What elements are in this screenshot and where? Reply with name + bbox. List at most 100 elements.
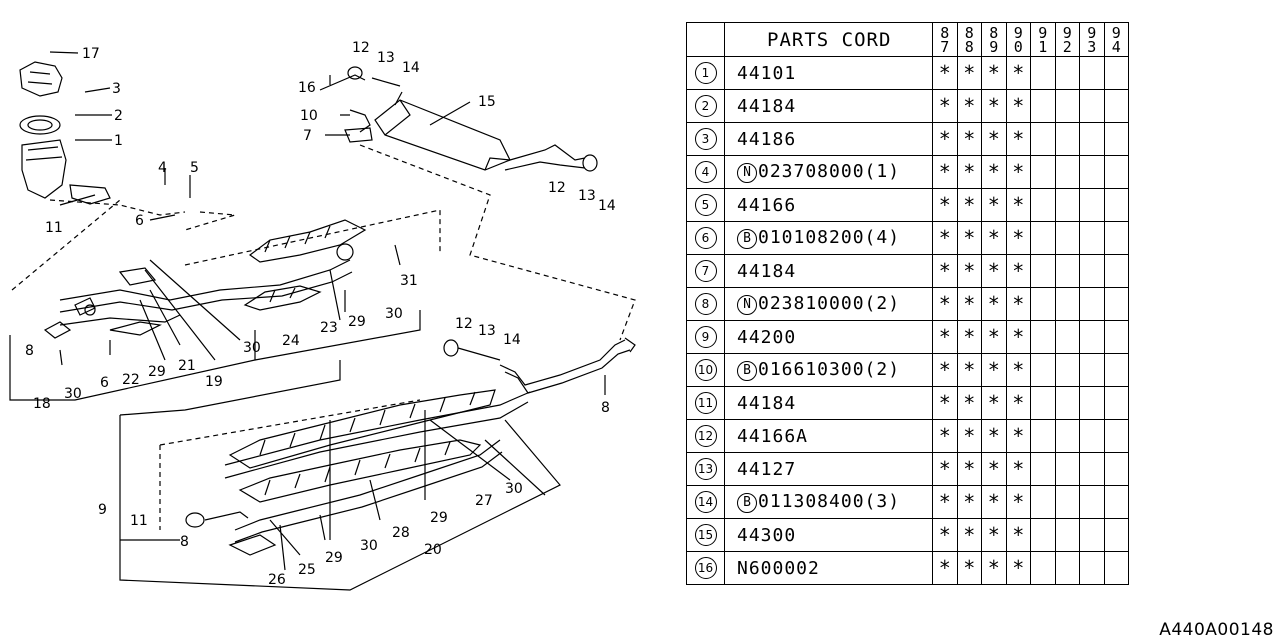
part-code-cell: 44101 <box>724 56 933 90</box>
row-number-cell: 7 <box>686 254 725 288</box>
availability-mark: * <box>938 160 951 184</box>
year-cell: * <box>1005 452 1031 486</box>
part-code-cell: 44300 <box>724 518 933 552</box>
availability-mark: * <box>963 325 976 349</box>
callout: 11 <box>45 220 63 236</box>
heat-shield-center <box>228 389 496 469</box>
callout: 8 <box>180 534 189 550</box>
callout: 30 <box>360 538 378 554</box>
year-cell <box>1054 122 1080 156</box>
year-cell <box>1079 89 1105 123</box>
year-cell: * <box>932 386 958 420</box>
year-cell: * <box>932 56 958 90</box>
callout: 20 <box>424 542 442 558</box>
year-cell: * <box>981 89 1007 123</box>
availability-mark: * <box>938 94 951 118</box>
part-code-cell: 44184 <box>724 89 933 123</box>
callout: 14 <box>598 198 616 214</box>
callout: 6 <box>100 375 109 391</box>
row-number: 3 <box>694 128 717 150</box>
year-cell <box>1054 155 1080 189</box>
availability-mark: * <box>1012 127 1025 151</box>
callout: 30 <box>505 481 523 497</box>
year-cell: * <box>956 551 982 585</box>
year-cell <box>1030 122 1056 156</box>
availability-mark: * <box>963 94 976 118</box>
availability-mark: * <box>938 490 951 514</box>
year-cell: * <box>1005 353 1031 387</box>
year-cell <box>1030 155 1056 189</box>
year-cell <box>1054 56 1080 90</box>
rubber-mount-12 <box>582 154 598 172</box>
availability-mark: * <box>938 358 951 382</box>
year-cell <box>1030 188 1056 222</box>
year-cell <box>1103 56 1129 90</box>
year-cell <box>1030 386 1056 420</box>
year-cell: * <box>981 551 1007 585</box>
year-cell: * <box>1005 188 1031 222</box>
year-cell <box>1030 485 1056 519</box>
callout: 11 <box>130 513 148 529</box>
availability-mark: * <box>1012 457 1025 481</box>
row-number: 10 <box>694 359 717 381</box>
availability-mark: * <box>1012 358 1025 382</box>
availability-mark: * <box>987 193 1000 217</box>
year-bottom: 9 <box>989 37 999 56</box>
year-cell <box>1103 419 1129 453</box>
year-cell: * <box>956 188 982 222</box>
year-cell: * <box>1005 386 1031 420</box>
availability-mark: * <box>963 259 976 283</box>
year-cell: * <box>932 419 958 453</box>
row-number: 5 <box>694 194 717 216</box>
year-cell <box>1079 485 1105 519</box>
year-cell: * <box>981 188 1007 222</box>
year-top: 8 <box>964 23 974 42</box>
callout: 8 <box>601 400 610 416</box>
year-cell: * <box>932 89 958 123</box>
exhaust-diagram: 17 3 2 1 11 4 5 6 12 13 14 16 10 15 7 12… <box>9 40 636 591</box>
availability-mark: * <box>963 193 976 217</box>
availability-mark: * <box>1012 556 1025 580</box>
availability-mark: * <box>938 523 951 547</box>
year-cell <box>1079 419 1105 453</box>
year-cell: * <box>932 518 958 552</box>
callout: 3 <box>112 81 121 97</box>
row-number: 14 <box>694 491 717 513</box>
year-cell: * <box>981 452 1007 486</box>
callout: 5 <box>190 160 199 176</box>
year-cell <box>1103 386 1129 420</box>
availability-mark: * <box>987 160 1000 184</box>
availability-mark: * <box>987 226 1000 250</box>
center-pipe-upper <box>224 391 531 466</box>
availability-mark: * <box>963 226 976 250</box>
callout: 10 <box>300 108 318 124</box>
year-cell: * <box>956 89 982 123</box>
availability-mark: * <box>987 490 1000 514</box>
row-number: 7 <box>694 260 717 282</box>
availability-mark: * <box>938 424 951 448</box>
availability-mark: * <box>1012 193 1025 217</box>
year-cell: * <box>981 353 1007 387</box>
year-cell <box>1079 518 1105 552</box>
part-code: 44300 <box>737 524 797 546</box>
part-prefix: B <box>737 361 757 381</box>
callout: 8 <box>25 343 34 359</box>
year-bottom: 0 <box>1013 37 1023 56</box>
year-cell <box>1079 254 1105 288</box>
year-top: 9 <box>1111 23 1121 42</box>
part-code: 44127 <box>737 458 797 480</box>
callout: 2 <box>114 108 123 124</box>
part-code-cell: 44166 <box>724 188 933 222</box>
part-code-cell: 44184 <box>724 254 933 288</box>
year-cell <box>1030 452 1056 486</box>
availability-mark: * <box>1012 325 1025 349</box>
year-cell <box>1103 551 1129 585</box>
year-cell: * <box>932 320 958 354</box>
